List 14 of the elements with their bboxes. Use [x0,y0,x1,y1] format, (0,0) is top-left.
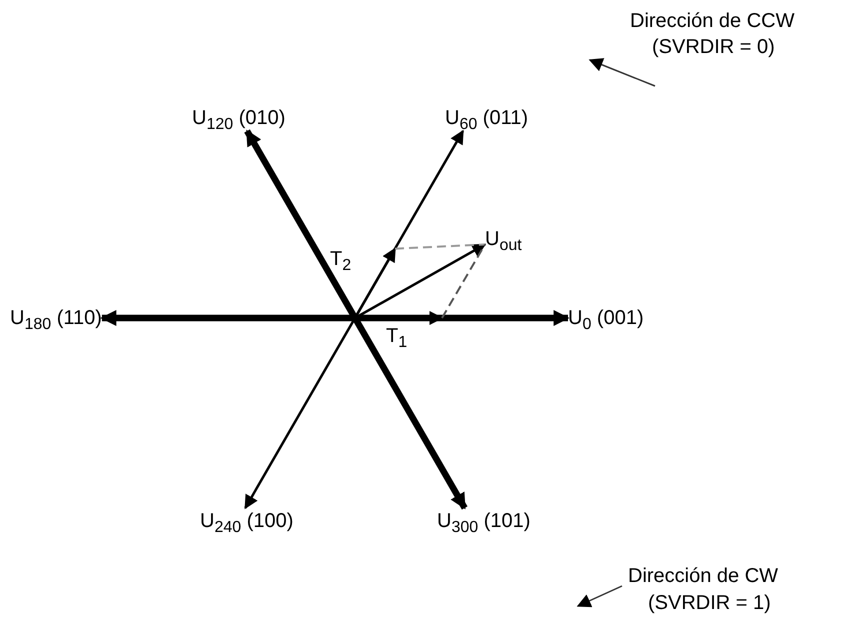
vector-label: U$_{180}$ (110) [10,305,102,331]
direction-note: (SVRDIR = 0) [652,35,775,60]
direction-note: Dirección de CCW [630,9,794,34]
vector-label: U$_{300}$ (101) [437,508,530,534]
direction-note: (SVRDIR = 1) [648,591,771,616]
vector-label: U$_{240}$ (100) [200,508,294,534]
direction-note: Dirección de CW [628,564,778,589]
vector-label: T$_{1}$ [386,323,408,349]
vector-label: U$_{out}$ [485,226,522,252]
vector-label: T$_{2}$ [330,246,352,272]
vector-label: U$_{120}$ (010) [192,105,286,131]
vector-label: U$_{60}$ (011) [445,105,528,131]
vector-arrow [100,310,355,326]
vector-label: U$_{0}$ (001) [568,305,644,331]
